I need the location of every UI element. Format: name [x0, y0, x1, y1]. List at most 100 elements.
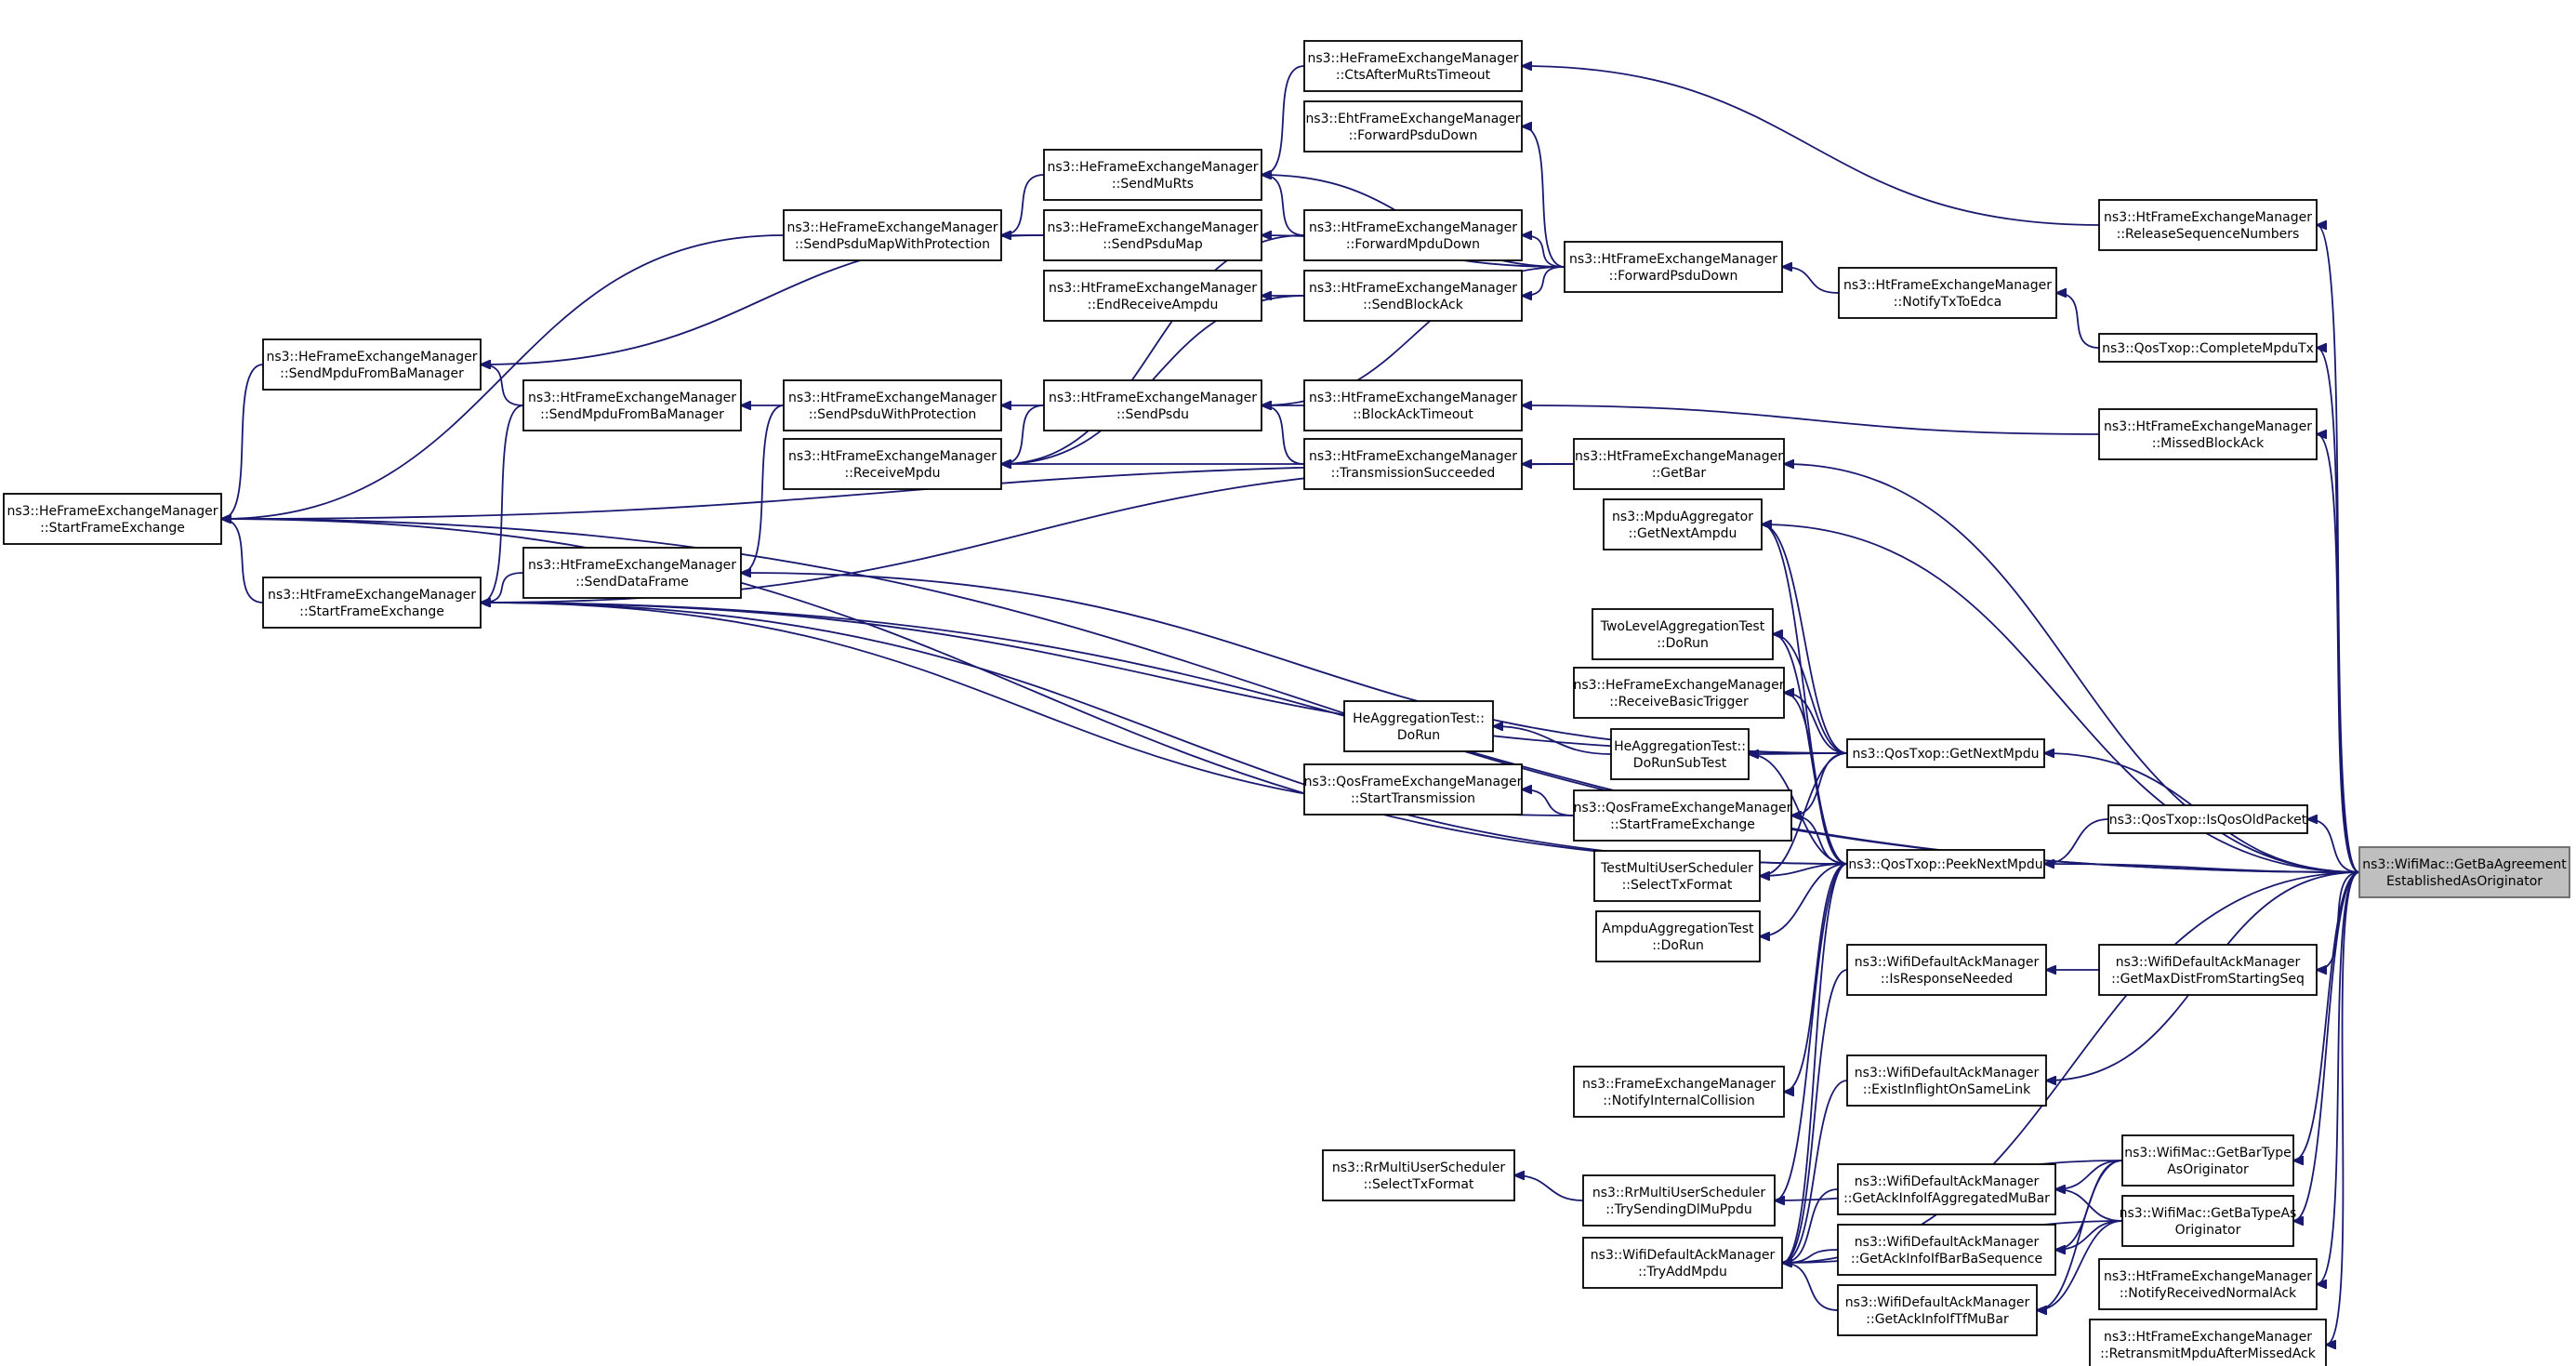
node-wda_aggmubar[interactable]: ns3::WifiDefaultAckManager::GetAckInfoIf… — [1837, 1163, 2056, 1215]
edge-line — [1514, 1175, 1584, 1201]
node-label-line: ::SendPsdu — [1116, 407, 1189, 422]
node-label-line: ::NotifyReceivedNormalAck — [2120, 1286, 2297, 1301]
node-qos_starttx[interactable]: ns3::QosFrameExchangeManager::StartTrans… — [1303, 763, 1523, 816]
node-he_recvbasic[interactable]: ns3::HeFrameExchangeManager::ReceiveBasi… — [1573, 667, 1785, 719]
node-label-line: ns3::HtFrameExchangeManager — [1049, 281, 1257, 296]
node-label-line: ::ForwardPsduDown — [1349, 128, 1478, 143]
edge-line — [1775, 863, 1848, 1200]
node-box — [1837, 1224, 2056, 1276]
edge-line — [2317, 871, 2360, 1284]
edge-wda_barba-calls-wm_getbatype — [2055, 1220, 2123, 1250]
node-mpduagg[interactable]: ns3::MpduAggregator::GetNextAmpdu — [1603, 498, 1763, 550]
edge-line — [481, 404, 524, 603]
node-ht_start[interactable]: ns3::HtFrameExchangeManager::StartFrameE… — [262, 577, 482, 629]
node-ht_fwdpsdu[interactable]: ns3::HtFrameExchangeManager::ForwardPsdu… — [1564, 241, 1783, 293]
node-wda_exist[interactable]: ns3::WifiDefaultAckManager::ExistInfligh… — [1846, 1054, 2047, 1107]
node-getba[interactable]: ns3::WifiMac::GetBaAgreementEstablishedA… — [2358, 846, 2570, 898]
node-box — [2121, 1134, 2294, 1187]
node-ht_sendba[interactable]: ns3::HtFrameExchangeManager::SendBlockAc… — [1303, 270, 1523, 322]
node-rr_trysend[interactable]: ns3::RrMultiUserScheduler::TrySendingDlM… — [1582, 1174, 1776, 1227]
edge-he_psdumapwp-calls-he_murts — [1001, 174, 1045, 235]
node-wda_maxdist[interactable]: ns3::WifiDefaultAckManager::GetMaxDistFr… — [2098, 944, 2318, 996]
node-label-line: ::DoRun — [1652, 938, 1704, 953]
node-wda_isresp[interactable]: ns3::WifiDefaultAckManager::IsResponseNe… — [1846, 944, 2047, 996]
node-label-line: ns3::QosFrameExchangeManager — [1574, 801, 1792, 816]
node-eht_fwd[interactable]: ns3::EhtFrameExchangeManager::ForwardPsd… — [1303, 100, 1523, 153]
node-ht_endrecv[interactable]: ns3::HtFrameExchangeManager::EndReceiveA… — [1043, 270, 1262, 322]
node-label-line: ::StartFrameExchange — [299, 604, 444, 619]
edge-line — [1784, 863, 1848, 1092]
edge-line — [1262, 65, 1305, 175]
node-qos_isold[interactable]: ns3::QosTxop::IsQosOldPacket — [2107, 804, 2308, 834]
node-he_psdumapwp[interactable]: ns3::HeFrameExchangeManager::SendPsduMap… — [783, 209, 1002, 261]
node-heagg_dorunsub[interactable]: HeAggregationTest::DoRunSubTest — [1610, 728, 1750, 780]
node-ht_psduwp[interactable]: ns3::HtFrameExchangeManager::SendPsduWit… — [783, 379, 1002, 431]
node-ht_txsucc[interactable]: ns3::HtFrameExchangeManager::Transmissio… — [1303, 438, 1523, 490]
edge-he_murts-calls-he_cts — [1262, 65, 1305, 175]
node-label-line: DoRun — [1397, 728, 1440, 743]
node-he_psdumap[interactable]: ns3::HeFrameExchangeManager::SendPsduMap — [1043, 209, 1262, 261]
node-wda_barba[interactable]: ns3::WifiDefaultAckManager::GetAckInfoIf… — [1837, 1224, 2056, 1276]
edge-line — [221, 234, 785, 519]
node-qos_startfe[interactable]: ns3::QosFrameExchangeManager::StartFrame… — [1573, 789, 1792, 842]
node-he_cts[interactable]: ns3::HeFrameExchangeManager::CtsAfterMuR… — [1303, 40, 1523, 92]
node-label-line: ::GetBar — [1652, 466, 1707, 481]
node-box — [1303, 270, 1523, 322]
node-ht_senddata[interactable]: ns3::HtFrameExchangeManager::SendDataFra… — [522, 547, 742, 599]
node-heagg_dorun[interactable]: HeAggregationTest::DoRun — [1343, 700, 1494, 752]
node-box — [1582, 1174, 1776, 1227]
node-he_murts[interactable]: ns3::HeFrameExchangeManager::SendMuRts — [1043, 149, 1262, 201]
edge-ht_recvmpdu-calls-ht_sendpsdu — [1001, 404, 1045, 464]
node-he_mpduba[interactable]: ns3::HeFrameExchangeManager::SendMpduFro… — [262, 338, 482, 391]
edge-line — [2317, 434, 2360, 873]
node-qos_getnext[interactable]: ns3::QosTxop::GetNextMpdu — [1846, 738, 2045, 768]
node-label-line: ::SelectTxFormat — [1364, 1177, 1474, 1192]
node-wda_tfmubar[interactable]: ns3::WifiDefaultAckManager::GetAckInfoIf… — [1837, 1284, 2038, 1336]
node-wda_tryadd[interactable]: ns3::WifiDefaultAckManager::TryAddMpdu — [1582, 1237, 1783, 1289]
node-ht_sendpsdu[interactable]: ns3::HtFrameExchangeManager::SendPsdu — [1043, 379, 1262, 431]
edge-line — [1760, 752, 1848, 876]
node-box — [1303, 40, 1523, 92]
node-ht_release[interactable]: ns3::HtFrameExchangeManager::ReleaseSequ… — [2098, 199, 2318, 251]
edge-qos_peeknext-calls-qos_isold — [2044, 818, 2109, 864]
node-box — [783, 379, 1002, 431]
node-ht_retransmit[interactable]: ns3::HtFrameExchangeManager::RetransmitM… — [2089, 1319, 2327, 1366]
edge-line — [481, 603, 1848, 754]
node-qos_peeknext[interactable]: ns3::QosTxop::PeekNextMpdu — [1846, 849, 2045, 879]
node-label-line: ::GetMaxDistFromStartingSeq — [2111, 972, 2305, 987]
edge-line — [2055, 1160, 2123, 1189]
node-box — [1846, 849, 2045, 879]
node-qos_complete[interactable]: ns3::QosTxop::CompleteMpduTx — [2098, 333, 2318, 363]
node-ht_getbar[interactable]: ns3::HtFrameExchangeManager::GetBar — [1573, 438, 1785, 490]
node-ht_notifynormal[interactable]: ns3::HtFrameExchangeManager::NotifyRecei… — [2098, 1258, 2318, 1310]
node-box — [1303, 763, 1523, 816]
node-rr_select[interactable]: ns3::RrMultiUserScheduler::SelectTxForma… — [1322, 1149, 1515, 1201]
node-label-line: ns3::HtFrameExchangeManager — [1309, 449, 1517, 464]
node-ampdu_dorun[interactable]: AmpduAggregationTest::DoRun — [1595, 910, 1761, 962]
edge-line — [2055, 1189, 2123, 1222]
node-ht_missedba[interactable]: ns3::HtFrameExchangeManager::MissedBlock… — [2098, 408, 2318, 460]
edge-line — [1522, 266, 1565, 296]
node-label-line: ::ForwardMpduDown — [1346, 237, 1480, 252]
node-label-line: AsOriginator — [2167, 1162, 2249, 1177]
edge-qos_startfe-calls-qos_peeknext — [1791, 816, 1848, 865]
node-label-line: ns3::MpduAggregator — [1612, 510, 1753, 524]
edge-line — [221, 519, 1848, 865]
node-testmulti[interactable]: TestMultiUserScheduler::SelectTxFormat — [1593, 850, 1761, 902]
node-ht_mpduba[interactable]: ns3::HtFrameExchangeManager::SendMpduFro… — [522, 379, 742, 431]
node-box — [1303, 100, 1523, 153]
node-fem_notify[interactable]: ns3::FrameExchangeManager::NotifyInterna… — [1573, 1066, 1785, 1118]
node-ht_recvmpdu[interactable]: ns3::HtFrameExchangeManager::ReceiveMpdu — [783, 438, 1002, 490]
node-label-line: EstablishedAsOriginator — [2386, 874, 2543, 889]
node-label-line: ns3::HtFrameExchangeManager — [268, 588, 476, 603]
node-label-line: ns3::WifiDefaultAckManager — [1855, 1235, 2040, 1250]
node-he_start[interactable]: ns3::HeFrameExchangeManager::StartFrameE… — [3, 493, 222, 545]
node-label-line: ::SendDataFrame — [575, 575, 689, 590]
node-ht_notifytx[interactable]: ns3::HtFrameExchangeManager::NotifyTxToE… — [1838, 267, 2057, 319]
node-ht_batimeout[interactable]: ns3::HtFrameExchangeManager::BlockAckTim… — [1303, 379, 1523, 431]
node-label-line: ns3::HtFrameExchangeManager — [1843, 278, 2052, 293]
node-ht_fwdmpdu[interactable]: ns3::HtFrameExchangeManager::ForwardMpdu… — [1303, 209, 1523, 261]
node-twolevel[interactable]: TwoLevelAggregationTest::DoRun — [1592, 608, 1774, 660]
